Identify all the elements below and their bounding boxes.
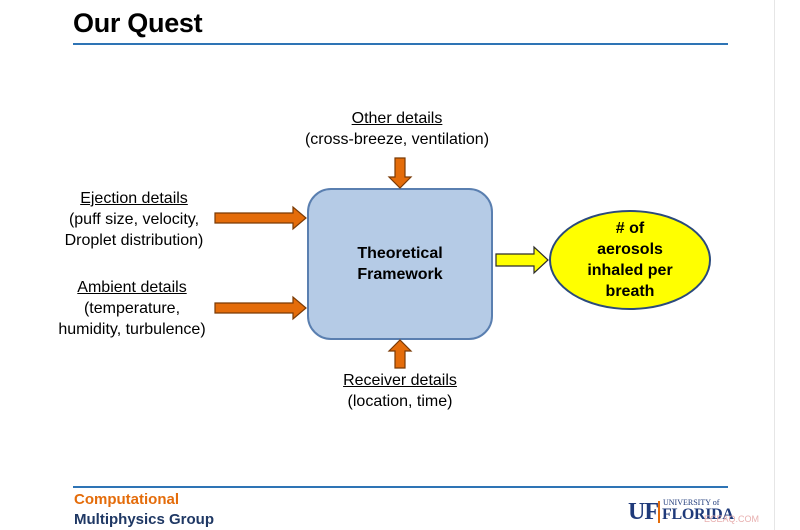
footer-rule xyxy=(73,486,728,488)
ambient-details-line2: humidity, turbulence) xyxy=(58,321,206,338)
ejection-details-heading: Ejection details xyxy=(80,190,188,207)
watermark-text: ECEAQ.COM xyxy=(704,514,760,524)
uf-logo-university: UNIVERSITY of xyxy=(663,498,720,507)
footer-organization: Computational Multiphysics Group xyxy=(74,490,214,530)
footer-org-line2: Multiphysics Group xyxy=(74,511,215,528)
uf-logo-separator xyxy=(658,501,660,523)
outcome-line2: aerosols xyxy=(597,241,663,258)
aerosols-outcome-ellipse: # of aerosols inhaled per breath xyxy=(549,210,711,310)
ejection-details-line1: (puff size, velocity, xyxy=(68,211,200,228)
footer-org-line1: Computational xyxy=(74,491,179,508)
framework-line2: Framework xyxy=(357,266,443,283)
receiver-details-arrow xyxy=(387,339,413,369)
theoretical-framework-box: Theoretical Framework xyxy=(307,188,493,340)
receiver-details-label: Receiver details (location, time) xyxy=(310,370,490,412)
other-details-heading: Other details xyxy=(351,110,443,127)
ambient-details-arrow xyxy=(214,295,307,321)
outcome-line4: breath xyxy=(605,283,655,300)
ambient-details-label: Ambient details (temperature, humidity, … xyxy=(40,277,224,340)
receiver-details-detail: (location, time) xyxy=(347,393,453,410)
ambient-details-heading: Ambient details xyxy=(77,279,187,296)
uf-logo: UF UNIVERSITY of FLORIDA xyxy=(628,497,734,525)
ejection-details-line2: Droplet distribution) xyxy=(64,232,204,249)
outcome-line1: # of xyxy=(615,220,645,237)
outcome-line3: inhaled per xyxy=(587,262,673,279)
title-rule xyxy=(73,43,728,45)
ejection-details-arrow xyxy=(214,205,307,231)
ambient-details-line1: (temperature, xyxy=(83,300,181,317)
other-details-detail: (cross-breeze, ventilation) xyxy=(304,131,490,148)
slide-title: Our Quest xyxy=(73,8,203,38)
uf-logo-mark: UF xyxy=(628,499,659,525)
output-arrow xyxy=(495,245,549,275)
uf-logo-florida: FLORIDA xyxy=(662,506,734,523)
ejection-details-label: Ejection details (puff size, velocity, D… xyxy=(44,188,224,251)
framework-line1: Theoretical xyxy=(357,245,443,262)
slide-edge xyxy=(774,0,775,530)
receiver-details-heading: Receiver details xyxy=(343,372,457,389)
other-details-label: Other details (cross-breeze, ventilation… xyxy=(290,108,504,150)
other-details-arrow xyxy=(387,157,413,189)
